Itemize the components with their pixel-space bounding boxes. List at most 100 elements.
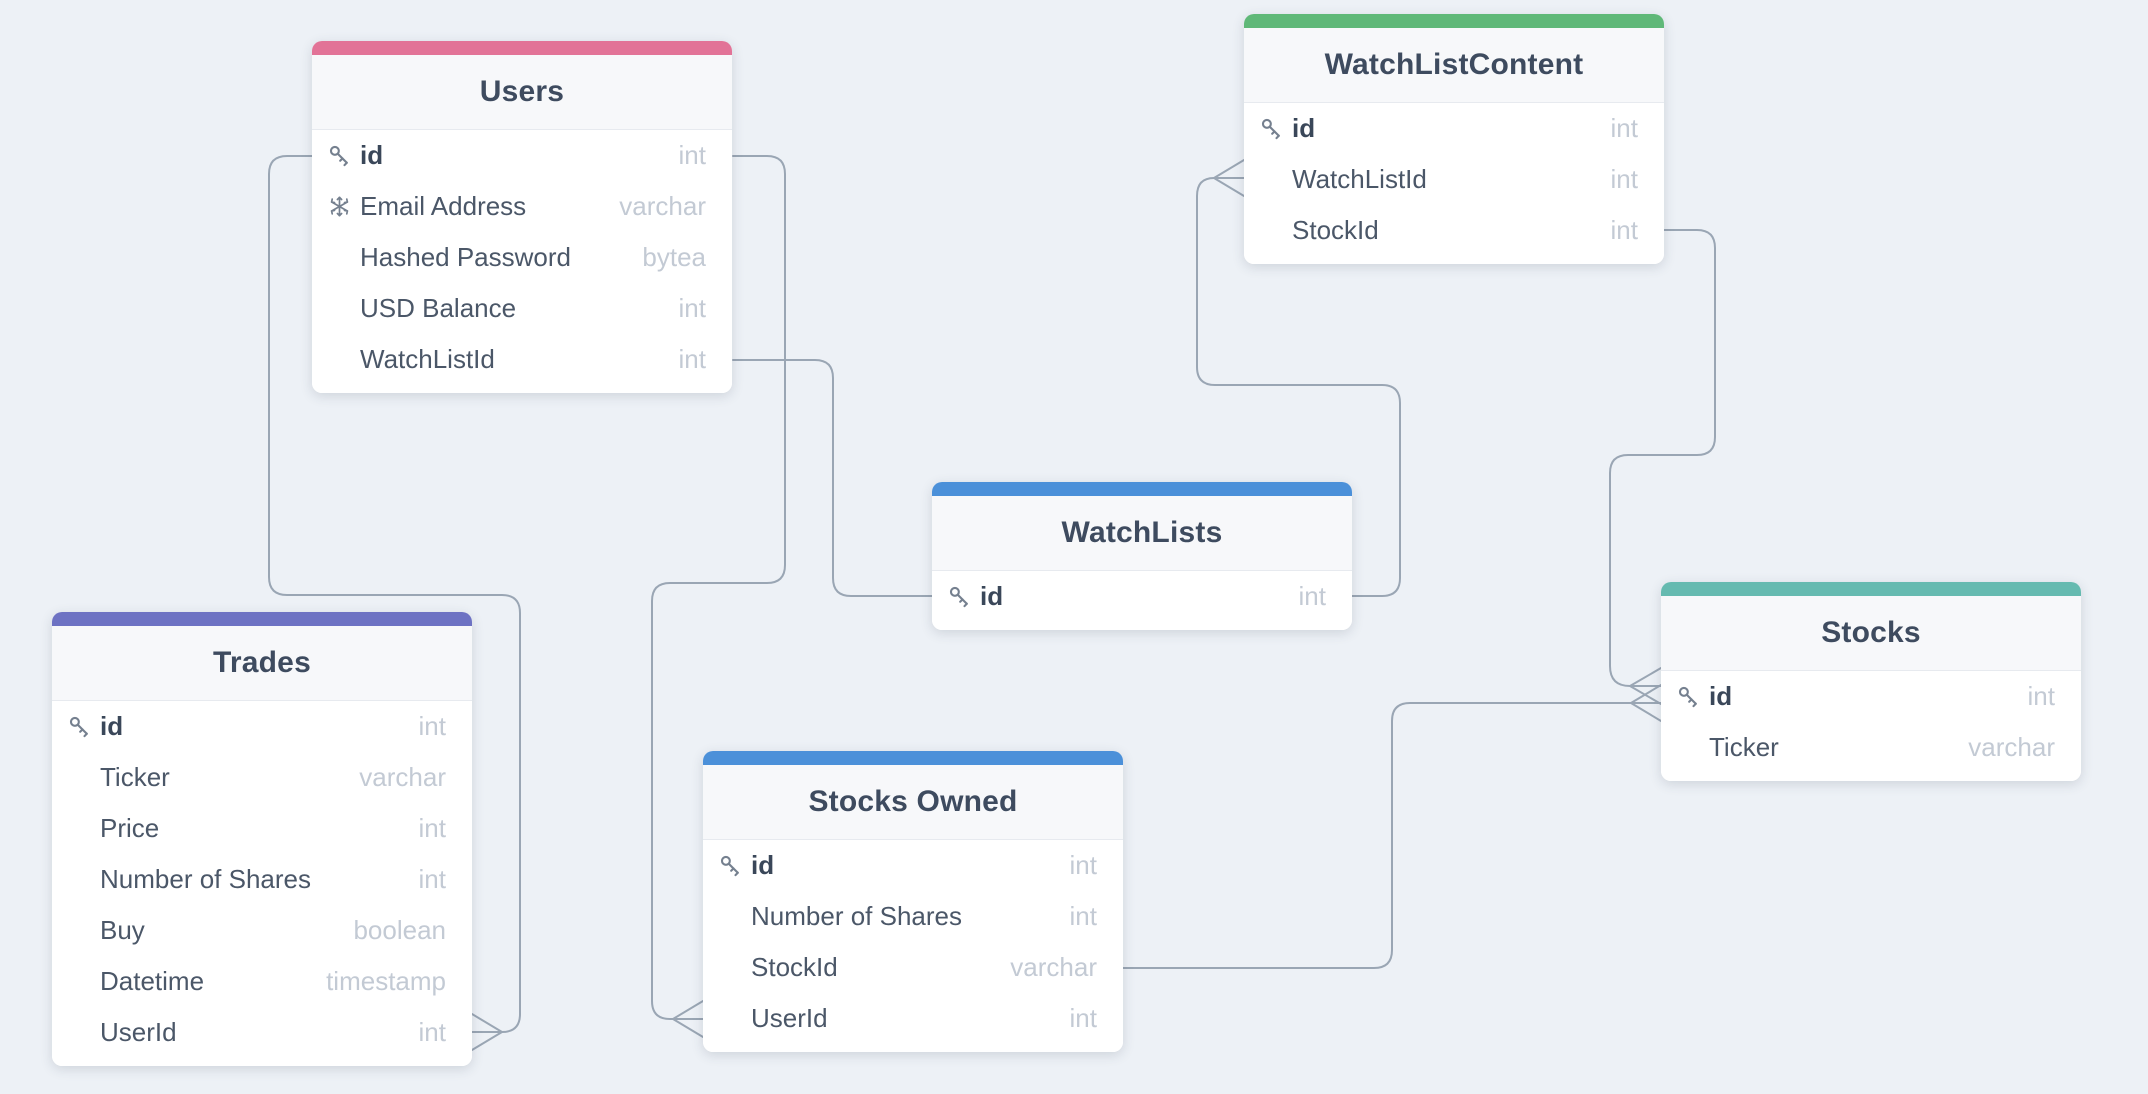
table-trades[interactable]: Trades id int Ticker varchar Price int N…: [52, 612, 472, 1066]
field-icon-slot: [719, 905, 751, 929]
field-icon-slot: [68, 970, 100, 994]
relationship-line: [1196, 177, 1401, 597]
field-type: int: [418, 813, 446, 843]
field-icon-slot: [948, 585, 980, 609]
relationship-users-watchlists[interactable]: [732, 359, 933, 597]
field-name: Price: [100, 813, 160, 843]
table-header: Stocks: [1661, 596, 2081, 671]
field-type: int: [2027, 681, 2055, 711]
field-type: int: [1610, 215, 1638, 245]
field-type: int: [678, 344, 706, 374]
field-name: WatchListId: [1292, 164, 1427, 194]
field-name: Hashed Password: [360, 242, 571, 272]
field-name: USD Balance: [360, 293, 517, 323]
relationship-line: [1609, 229, 1716, 687]
field-row[interactable]: Number of Shares int: [52, 854, 472, 905]
field-type: int: [1610, 113, 1638, 143]
relationship-watchlists-watchlistcontent[interactable]: [1196, 159, 1401, 597]
field-row[interactable]: StockId varchar: [703, 942, 1123, 993]
field-name: WatchListId: [360, 344, 495, 374]
table-stocksowned[interactable]: Stocks Owned id int Number of Shares int…: [703, 751, 1123, 1052]
relationship-users-trades[interactable]: [268, 155, 521, 1051]
field-name: StockId: [1292, 215, 1379, 245]
field-name: UserId: [100, 1017, 177, 1047]
primary-key-icon: [720, 855, 739, 877]
field-row[interactable]: Hashed Password bytea: [312, 232, 732, 283]
field-icon-slot: [68, 715, 100, 739]
field-row[interactable]: Price int: [52, 803, 472, 854]
field-type: timestamp: [326, 966, 446, 996]
field-name: Datetime: [100, 966, 205, 996]
table-header: Trades: [52, 626, 472, 701]
table-stocks[interactable]: Stocks id int Ticker varchar: [1661, 582, 2081, 781]
field-row[interactable]: Buy boolean: [52, 905, 472, 956]
field-icon-slot: [719, 1007, 751, 1031]
table-header: WatchListContent: [1244, 28, 1664, 103]
relationship-line: [732, 359, 933, 597]
field-row[interactable]: Email Address varchar: [312, 181, 732, 232]
crow-foot-marker: [1213, 159, 1245, 197]
table-accent-bar: [1244, 14, 1664, 28]
field-type: varchar: [359, 762, 446, 792]
table-header: Stocks Owned: [703, 765, 1123, 840]
table-accent-bar: [52, 612, 472, 626]
relationship-users-stocksowned[interactable]: [651, 155, 786, 1038]
field-row[interactable]: id int: [52, 701, 472, 752]
field-icon-slot: [328, 246, 360, 270]
field-row[interactable]: StockId int: [1244, 205, 1664, 256]
field-name: id: [1292, 113, 1316, 143]
field-row[interactable]: UserId int: [52, 1007, 472, 1058]
field-row[interactable]: id int: [1244, 103, 1664, 154]
field-list: id int Number of Shares int StockId varc…: [703, 840, 1123, 1052]
field-type: int: [1069, 1003, 1097, 1033]
field-list: id int WatchListId int StockId int: [1244, 103, 1664, 264]
table-accent-bar: [932, 482, 1352, 496]
table-users[interactable]: Users id int Email Address varchar Hashe…: [312, 41, 732, 393]
field-icon-slot: [1260, 219, 1292, 243]
field-row[interactable]: id int: [932, 571, 1352, 622]
field-name: Number of Shares: [100, 864, 311, 894]
crow-foot-marker: [672, 1000, 704, 1038]
field-row[interactable]: id int: [312, 130, 732, 181]
field-row[interactable]: UserId int: [703, 993, 1123, 1044]
table-accent-bar: [1661, 582, 2081, 596]
relationship-stocksowned-stocks[interactable]: [1122, 684, 1662, 969]
field-row[interactable]: Ticker varchar: [52, 752, 472, 803]
field-type: int: [1610, 164, 1638, 194]
field-name: id: [1709, 681, 1733, 711]
field-type: varchar: [619, 191, 706, 221]
field-icon-slot: [68, 766, 100, 790]
field-name: id: [100, 711, 124, 741]
field-row[interactable]: WatchListId int: [1244, 154, 1664, 205]
field-name: UserId: [751, 1003, 828, 1033]
field-type: int: [418, 711, 446, 741]
field-row[interactable]: id int: [703, 840, 1123, 891]
field-icon-slot: [328, 348, 360, 372]
field-name: Number of Shares: [751, 901, 962, 931]
table-header: WatchLists: [932, 496, 1352, 571]
field-row[interactable]: USD Balance int: [312, 283, 732, 334]
field-row[interactable]: Number of Shares int: [703, 891, 1123, 942]
table-watchlistcontent[interactable]: WatchListContent id int WatchListId int …: [1244, 14, 1664, 264]
primary-key-icon: [949, 586, 968, 608]
field-type: varchar: [1010, 952, 1097, 982]
field-row[interactable]: id int: [1661, 671, 2081, 722]
field-row[interactable]: WatchListId int: [312, 334, 732, 385]
field-row[interactable]: Datetime timestamp: [52, 956, 472, 1007]
field-list: id int Ticker varchar: [1661, 671, 2081, 781]
table-accent-bar: [312, 41, 732, 55]
field-type: int: [1069, 850, 1097, 880]
table-title: WatchListContent: [1324, 48, 1584, 81]
field-row[interactable]: Ticker varchar: [1661, 722, 2081, 773]
field-icon-slot: [1260, 168, 1292, 192]
field-icon-slot: [68, 868, 100, 892]
primary-key-icon: [1261, 118, 1280, 140]
table-title: WatchLists: [1061, 516, 1223, 549]
field-icon-slot: [1260, 117, 1292, 141]
field-icon-slot: [328, 144, 360, 168]
field-icon-slot: [328, 297, 360, 321]
primary-key-icon: [329, 145, 348, 167]
field-icon-slot: [719, 854, 751, 878]
field-name: id: [360, 140, 384, 170]
table-watchlists[interactable]: WatchLists id int: [932, 482, 1352, 630]
